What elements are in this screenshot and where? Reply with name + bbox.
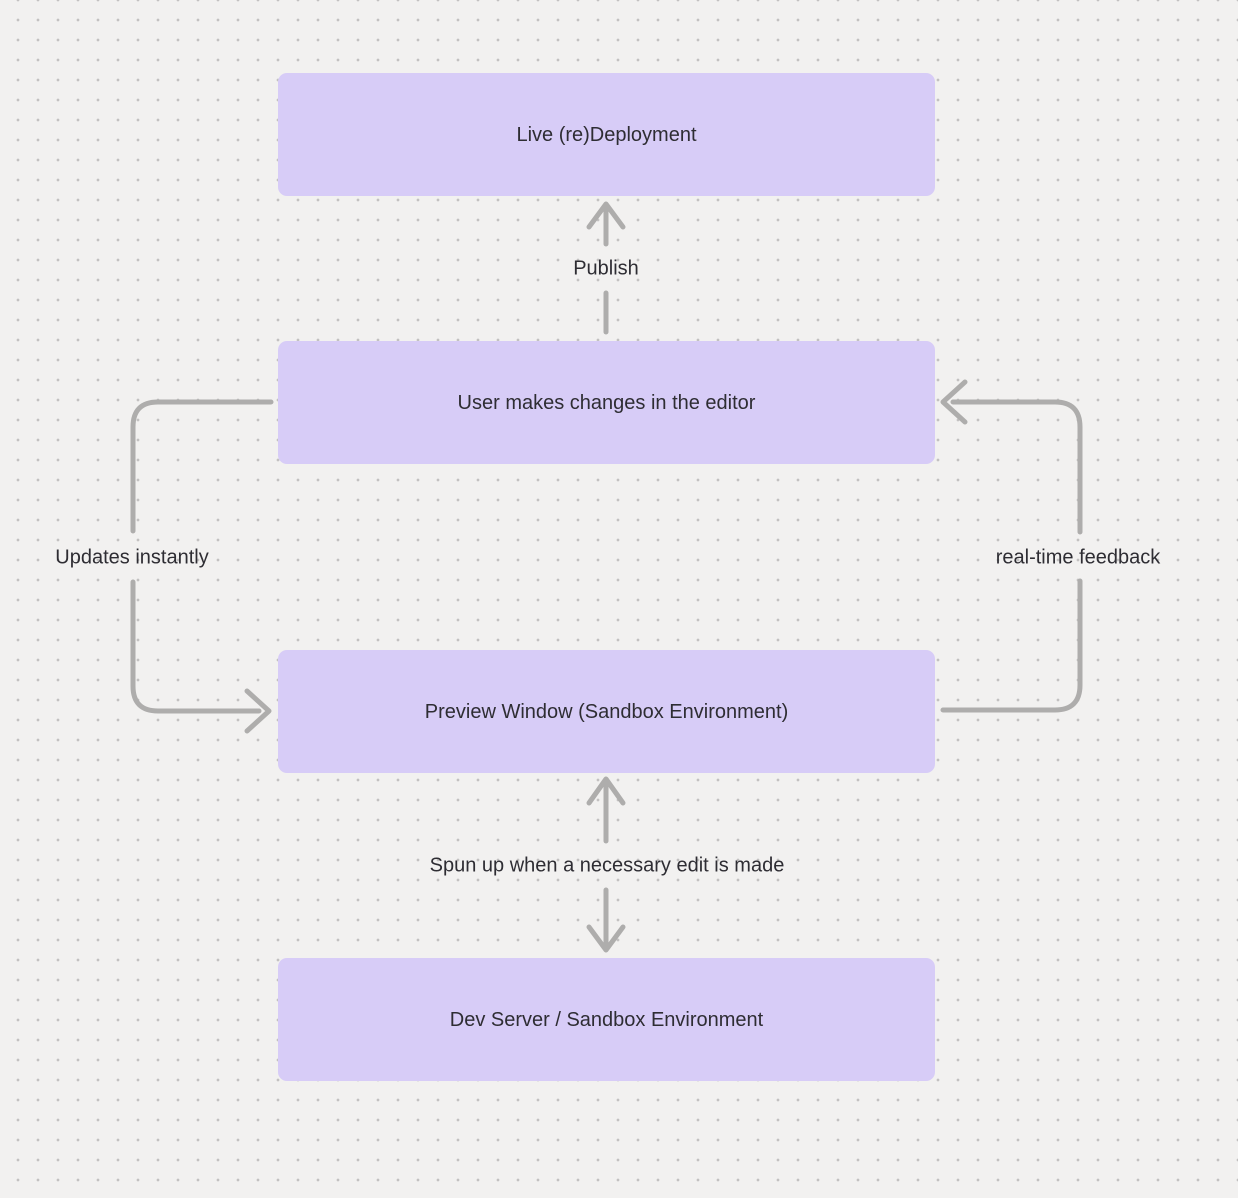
- edge-updates-bottom-segment: [130, 579, 262, 714]
- edge-real-time-feedback-arrow: [940, 379, 1083, 713]
- node-preview-window-label: Preview Window (Sandbox Environment): [424, 700, 789, 723]
- edge-feedback-top-segment: [950, 399, 1083, 535]
- arrowhead-right-icon: [244, 688, 272, 734]
- node-live-deployment[interactable]: Live (re)Deployment: [278, 73, 935, 196]
- arrowhead-up-icon: [586, 776, 626, 806]
- edge-updates-top-segment: [130, 399, 274, 534]
- arrowhead-up-icon: [586, 201, 626, 230]
- arrowhead-down-icon: [586, 924, 626, 953]
- node-user-editor[interactable]: User makes changes in the editor: [278, 341, 935, 464]
- edge-updates-instantly-arrow: [130, 399, 274, 734]
- node-user-editor-label: User makes changes in the editor: [457, 391, 756, 414]
- node-dev-server[interactable]: Dev Server / Sandbox Environment: [278, 958, 935, 1081]
- node-preview-window[interactable]: Preview Window (Sandbox Environment): [278, 650, 935, 773]
- node-dev-server-label: Dev Server / Sandbox Environment: [449, 1008, 764, 1031]
- edge-label-spun-up: Spun up when a necessary edit is made: [429, 854, 785, 877]
- edge-feedback-bottom-segment: [940, 578, 1083, 713]
- edge-label-updates-instantly: Updates instantly: [55, 546, 209, 569]
- edge-label-publish: Publish: [573, 257, 639, 280]
- node-live-deployment-label: Live (re)Deployment: [516, 123, 697, 146]
- edge-spun-up-arrows: [586, 776, 626, 953]
- arrowhead-left-icon: [940, 379, 968, 425]
- edge-publish-arrow: [586, 201, 626, 335]
- edge-label-real-time-feedback: real-time feedback: [995, 546, 1161, 569]
